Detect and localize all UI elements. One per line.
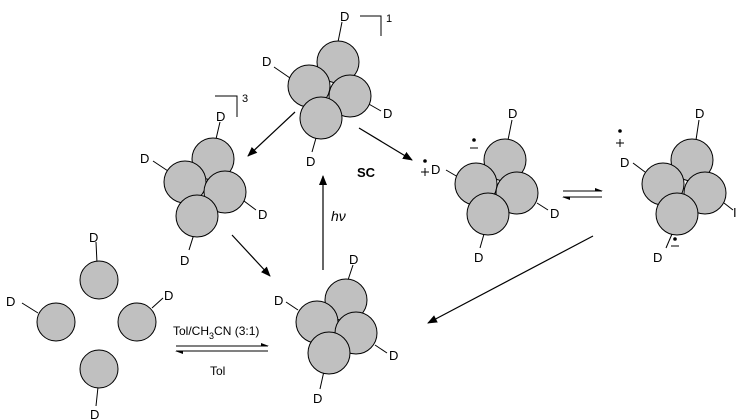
- atom-label-d: D: [6, 294, 15, 309]
- atom-label-d: D: [164, 288, 173, 303]
- sphere-circle: [328, 74, 372, 118]
- atom-label-d: D: [89, 230, 98, 245]
- atom-label-d: D: [313, 391, 322, 406]
- sphere-circle: [79, 349, 119, 389]
- hv-label: hν: [331, 208, 346, 224]
- sphere-circle: [117, 302, 157, 342]
- atom-label-d: D: [474, 250, 483, 265]
- triplet-superscript: 3: [242, 93, 248, 105]
- sphere-circle: [203, 170, 247, 214]
- atom-label-d: D: [695, 106, 704, 121]
- singlet-state-bracket: [360, 15, 382, 36]
- atom-label-d: D: [180, 253, 189, 268]
- radical-cation-mark: [616, 129, 624, 147]
- triplet-state-bracket: [215, 95, 238, 117]
- aggregate-radical-ion-pair-alt: D D I D: [616, 106, 737, 265]
- sphere-circle: [36, 302, 76, 342]
- atom-label-d: D: [216, 109, 225, 124]
- monomer-left: D: [6, 294, 76, 342]
- arrow-isc: [247, 111, 296, 157]
- atom-label-d: D: [306, 154, 315, 169]
- aggregate-triplet-excited: D D D D 3: [140, 93, 267, 268]
- sphere-circle: [175, 194, 219, 238]
- reverse-condition-label: Tol: [210, 364, 225, 378]
- equilibrium-arrows-right: [562, 188, 603, 200]
- atom-label-d: D: [258, 207, 267, 222]
- equilibrium-arrows-left: [175, 343, 269, 354]
- atom-label-d: D: [389, 348, 398, 363]
- atom-label-d: D: [262, 54, 271, 69]
- atom-label-d: D: [274, 293, 283, 308]
- aggregate-radical-ion-pair: D D D D: [421, 106, 559, 265]
- atom-label-d: D: [620, 155, 629, 170]
- atom-label-d: D: [508, 106, 517, 121]
- arrow-recombination: [427, 235, 594, 324]
- sc-label: SC: [357, 165, 376, 180]
- atom-label-d: D: [431, 162, 440, 177]
- sphere-circle: [655, 192, 699, 236]
- monomer-bottom: D: [79, 349, 119, 419]
- arrow-charge-separation: [358, 127, 413, 161]
- atom-label-d: D: [383, 106, 392, 121]
- atom-label-d: D: [653, 250, 662, 265]
- sphere-circle: [466, 192, 510, 236]
- sphere-circle: [307, 331, 351, 375]
- monomer-top: D: [79, 230, 119, 300]
- atom-label-d: D: [349, 252, 358, 267]
- aggregate-singlet-excited: D D D D 1: [262, 9, 392, 169]
- radical-anion-mark: [470, 138, 478, 149]
- radical-cation-mark: [421, 159, 429, 176]
- monomer-group: D D D D: [6, 230, 173, 419]
- iodide-label: I: [733, 205, 737, 220]
- atom-label-d: D: [550, 206, 559, 221]
- monomer-right: D: [117, 288, 173, 342]
- forward-condition-label: Tol/CH3CN (3:1): [173, 324, 259, 341]
- sphere-circle: [79, 260, 119, 300]
- singlet-superscript: 1: [386, 13, 392, 25]
- atom-label-d: D: [340, 9, 349, 24]
- radical-anion-mark: [671, 237, 679, 247]
- atom-label-d: D: [140, 151, 149, 166]
- arrow-triplet-decay: [231, 234, 271, 277]
- aggregate-ground-state: D D D D: [274, 252, 398, 406]
- sphere-circle: [299, 96, 343, 140]
- atom-label-d: D: [90, 407, 99, 419]
